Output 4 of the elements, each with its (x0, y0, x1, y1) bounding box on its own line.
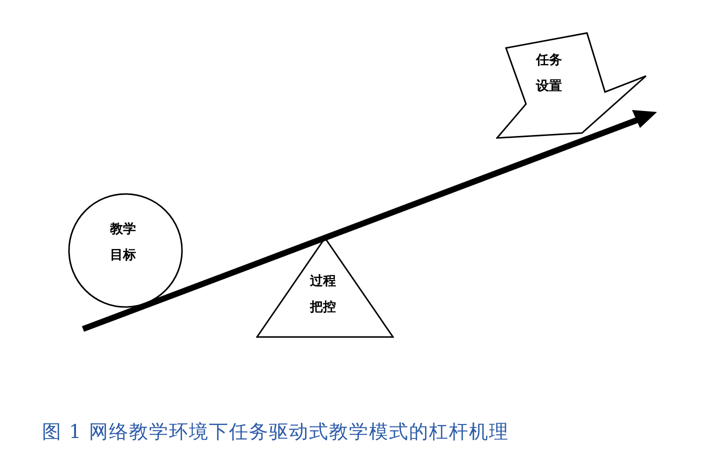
node-label: 过程把控 (310, 273, 336, 317)
node-label: 教学目标 (110, 221, 136, 265)
node-label: 任务设置 (536, 52, 562, 96)
caption: 图 1 网络教学环境下任务驱动式教学模式的杠杆机理 (42, 420, 510, 445)
